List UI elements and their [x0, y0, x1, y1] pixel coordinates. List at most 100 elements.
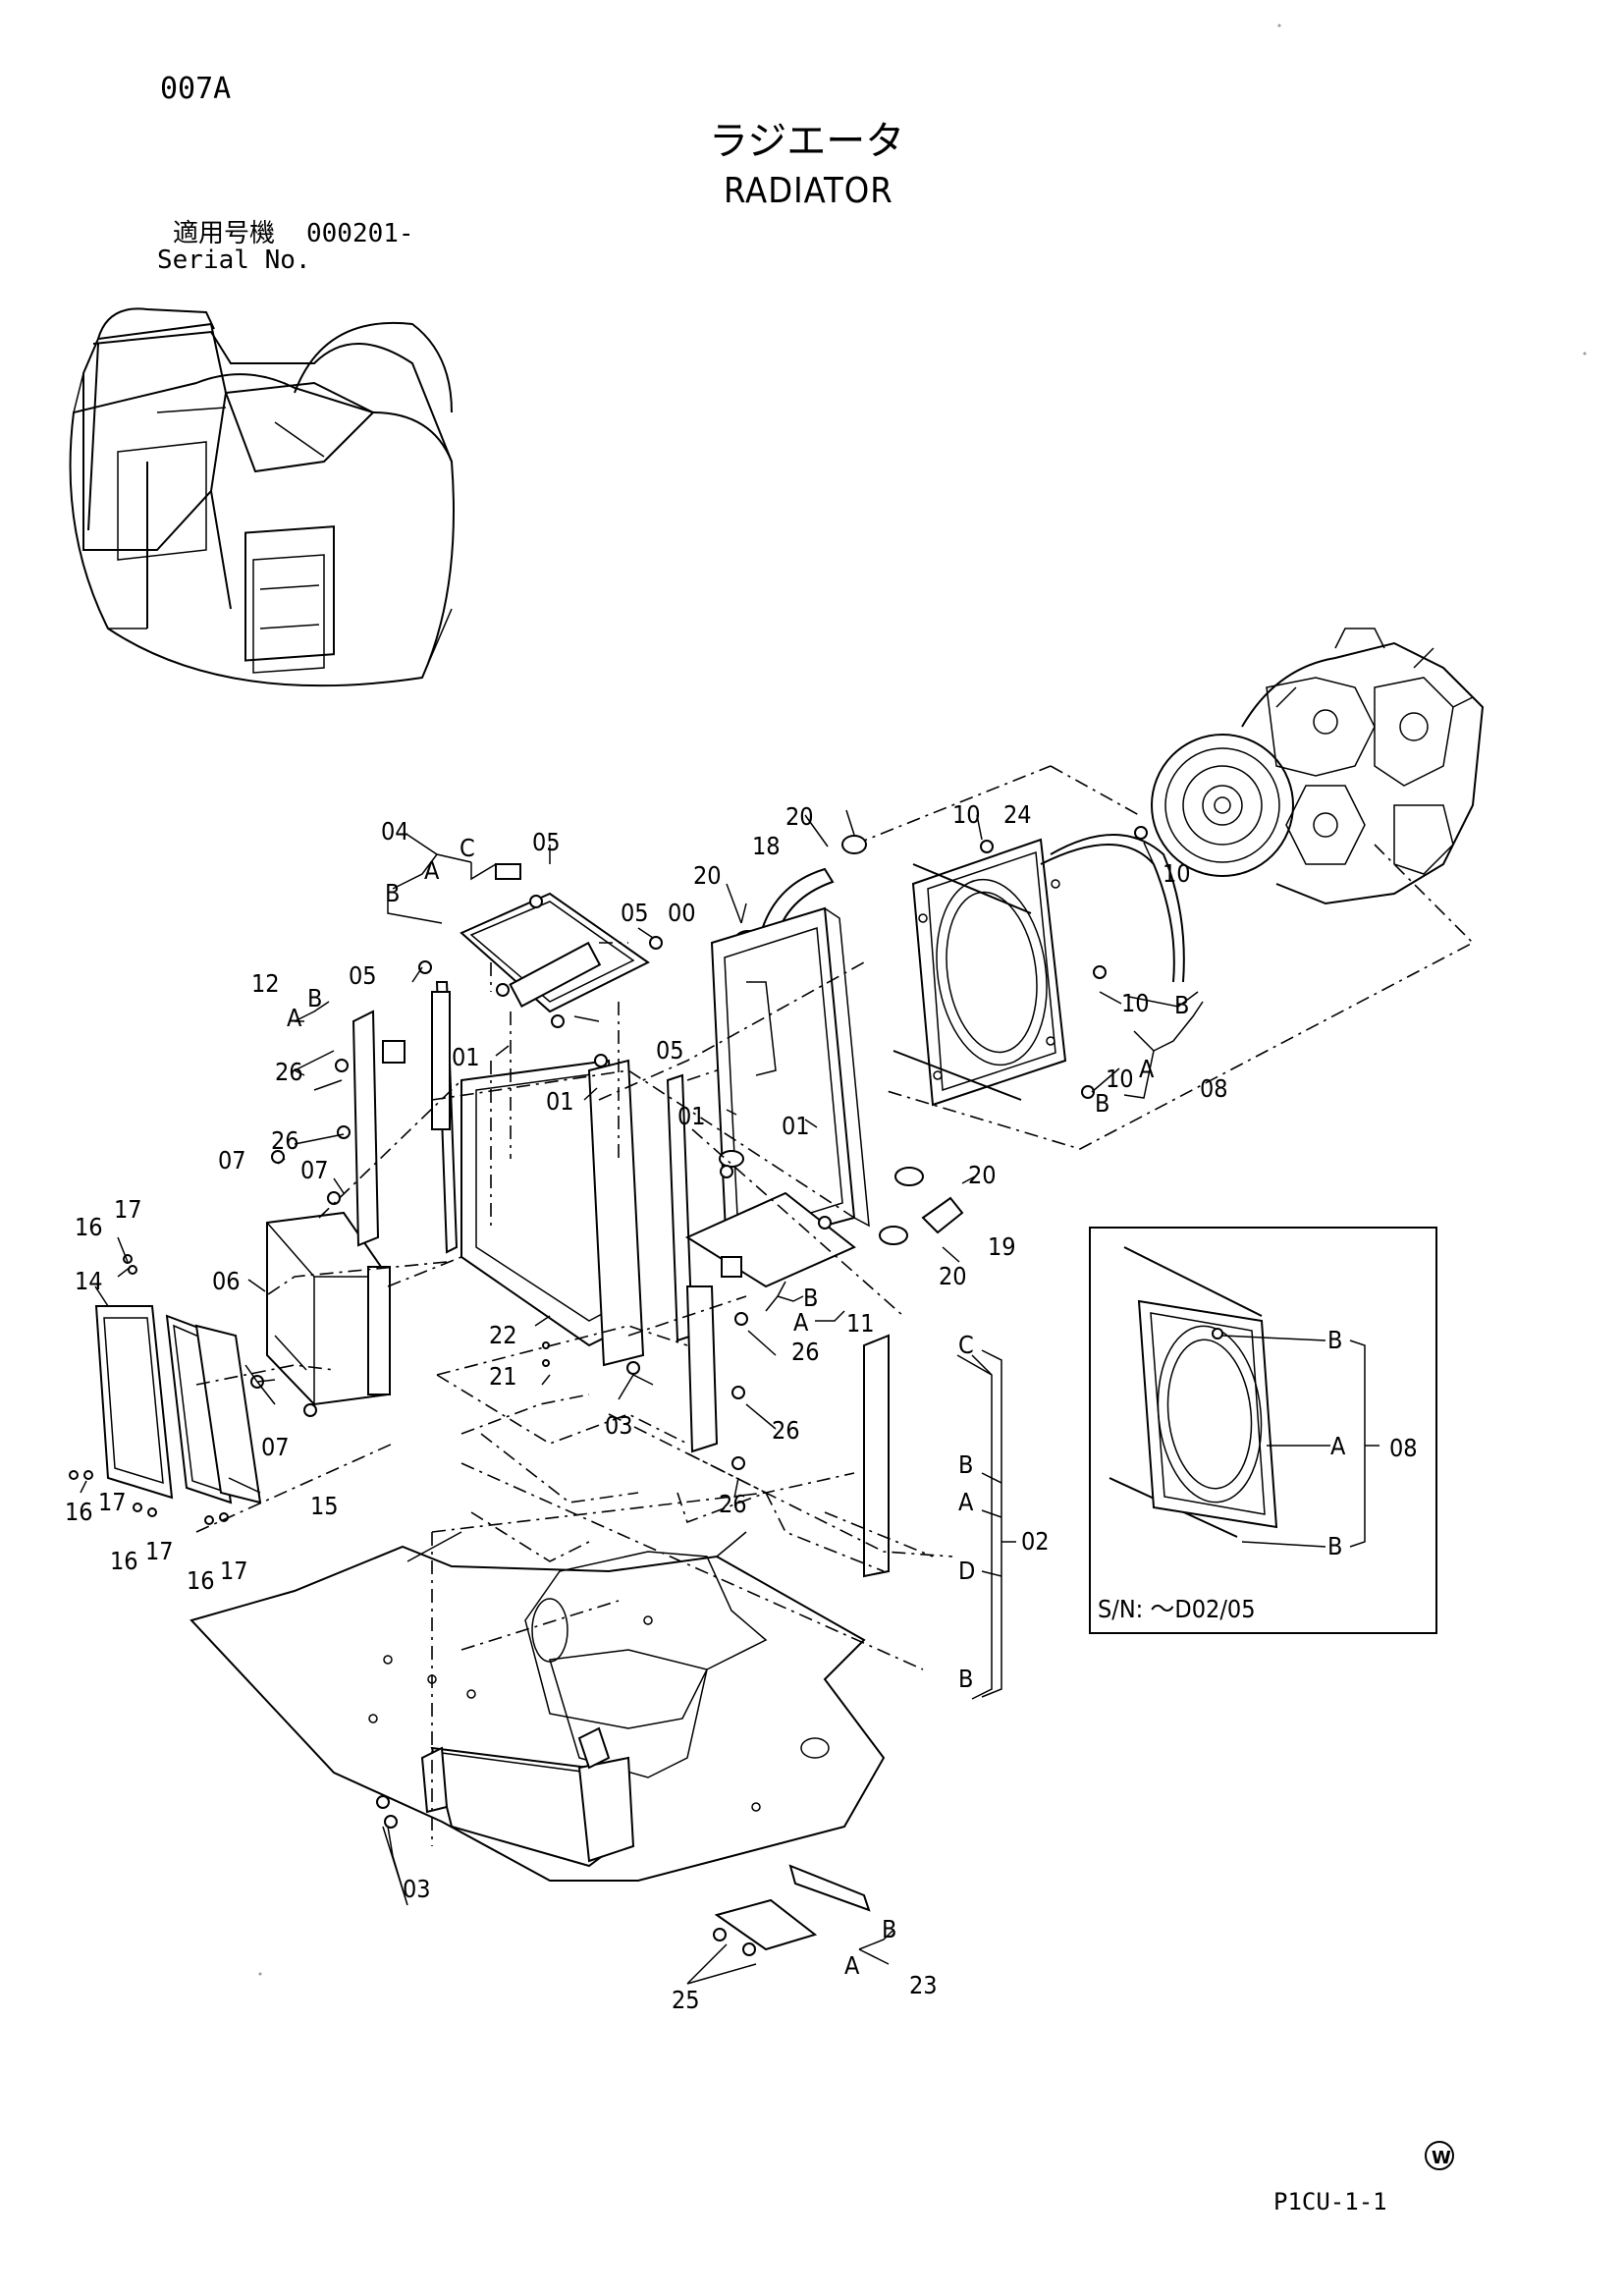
callout-23: 23 — [909, 1971, 938, 1999]
callout-10: 10 — [952, 800, 981, 829]
radiator-core — [710, 906, 870, 1254]
lower-hose — [879, 1167, 964, 1245]
callout-02-b: B — [958, 1665, 973, 1693]
callout-01: 01 — [677, 1102, 706, 1130]
callout-02-a: A — [958, 1488, 974, 1516]
callout-02-d: D — [958, 1557, 975, 1585]
callout-05: 05 — [532, 828, 561, 856]
callout-25: 25 — [672, 1986, 700, 2014]
callout-18: 18 — [752, 832, 781, 860]
callout-03: 03 — [605, 1411, 633, 1440]
callout-16: 16 — [187, 1566, 215, 1595]
callout-06: 06 — [212, 1267, 241, 1295]
callout-07: 07 — [261, 1433, 290, 1461]
fan-shroud — [893, 838, 1067, 1107]
callout-11-a: A — [793, 1308, 809, 1337]
callout-22: 22 — [489, 1321, 517, 1349]
callout-15: 15 — [310, 1492, 339, 1520]
callout-08-a: A — [1139, 1055, 1155, 1083]
inset-earlier-serial: B A 08 B S/N: ～D02/05 — [1089, 1227, 1437, 1634]
engine-connection-line — [883, 844, 1475, 1150]
callout-labels: 04 C A B 05 05 05 05 00 01 01 01 01 12 B… — [65, 800, 1228, 2014]
callout-03: 03 — [403, 1875, 431, 1903]
watermark-logo: W — [1425, 2141, 1454, 2170]
callout-17: 17 — [98, 1488, 127, 1516]
callout-08-b: B — [1174, 991, 1189, 1019]
page-title: RADIATOR — [724, 171, 893, 211]
svg-text:W: W — [1432, 2148, 1451, 2168]
callout-10: 10 — [1121, 989, 1150, 1017]
callout-00: 00 — [668, 899, 696, 927]
callout-05: 05 — [656, 1036, 684, 1065]
callout-26: 26 — [791, 1338, 820, 1366]
footer-page-code: P1CU-1-1 — [1273, 2188, 1387, 2215]
callout-01: 01 — [546, 1087, 574, 1116]
inset-callout-a: A — [1330, 1432, 1346, 1460]
leader-lines — [80, 809, 1204, 1985]
callout-21: 21 — [489, 1362, 517, 1391]
part-23-block — [788, 1864, 871, 1912]
callout-17: 17 — [145, 1537, 174, 1565]
bolts — [69, 826, 1148, 1956]
callout-05: 05 — [621, 899, 649, 927]
callout-04-b: B — [385, 879, 400, 907]
inset-callout-08: 08 — [1389, 1434, 1418, 1462]
serial-number: 000201- — [306, 219, 414, 248]
callout-02: 02 — [1021, 1527, 1050, 1556]
vertical-seal-left — [431, 991, 451, 1130]
callout-10: 10 — [1106, 1065, 1134, 1093]
callout-02-b: B — [958, 1450, 973, 1479]
callout-24: 24 — [1003, 800, 1032, 829]
callout-26: 26 — [275, 1058, 303, 1086]
callout-26: 26 — [719, 1490, 747, 1518]
callout-02-c: C — [958, 1331, 974, 1359]
callout-04-c: C — [460, 834, 475, 862]
vertical-seal-right — [863, 1334, 890, 1578]
fan-seal — [1040, 844, 1175, 983]
serial-label-japanese: 適用号機 — [173, 219, 276, 248]
callout-07: 07 — [218, 1146, 246, 1175]
radiator-support-frame — [435, 981, 694, 1367]
callout-08: 08 — [1200, 1074, 1228, 1103]
assembly-lines — [195, 942, 953, 1846]
inset-callout-b: B — [1327, 1532, 1342, 1560]
callout-01: 01 — [452, 1043, 480, 1071]
page-title-japanese: ラジエータ — [709, 119, 905, 164]
callout-04: 04 — [381, 817, 409, 846]
callout-17: 17 — [114, 1195, 142, 1224]
callout-19: 19 — [988, 1232, 1016, 1261]
dust-screens — [94, 1305, 262, 1504]
callout-12-a: A — [287, 1004, 302, 1032]
callout-14: 14 — [75, 1267, 103, 1295]
callout-20: 20 — [785, 802, 814, 831]
callout-26: 26 — [271, 1126, 299, 1155]
oil-cooler — [266, 1211, 391, 1406]
callout-20: 20 — [939, 1262, 967, 1290]
callout-05: 05 — [349, 961, 377, 990]
callout-12: 12 — [251, 969, 280, 998]
callout-04-a: A — [424, 856, 440, 885]
callout-20: 20 — [968, 1161, 997, 1189]
callout-23-b: B — [882, 1915, 896, 1943]
part-23-plate — [714, 1898, 818, 1951]
callout-20: 20 — [693, 861, 722, 890]
seal-bracket — [685, 1285, 719, 1453]
callout-16: 16 — [65, 1498, 93, 1526]
callout-16: 16 — [75, 1213, 103, 1241]
callout-12-b: B — [307, 984, 322, 1012]
inset-serial-label: S/N: ～D02/05 — [1098, 1595, 1256, 1623]
page-code: 007A — [160, 72, 232, 106]
callout-11: 11 — [846, 1309, 875, 1338]
callout-11-b: B — [803, 1284, 818, 1312]
callout-08-b: B — [1095, 1089, 1109, 1118]
callout-23-a: A — [844, 1951, 860, 1980]
base-frame — [189, 1531, 886, 1882]
upper-bracket — [460, 863, 650, 1013]
callout-16: 16 — [110, 1547, 138, 1575]
serial-label: Serial No. — [157, 246, 311, 275]
inset-callout-b: B — [1327, 1326, 1342, 1354]
callout-17: 17 — [220, 1557, 248, 1585]
oil-cooler-bracket — [352, 1010, 380, 1247]
excavator-overview — [69, 307, 455, 687]
